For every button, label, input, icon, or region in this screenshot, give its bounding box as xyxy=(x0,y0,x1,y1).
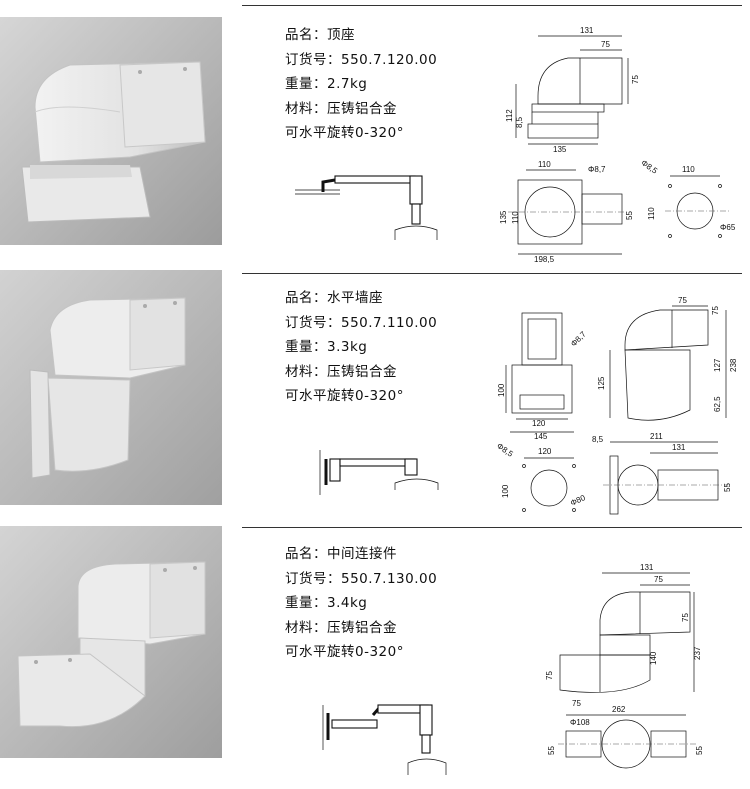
dim-55: 55 xyxy=(625,211,633,220)
weight: 重量：2.7kg xyxy=(285,76,368,92)
dim-120: 120 xyxy=(532,419,546,428)
product-photo-top-base xyxy=(0,17,222,245)
dim-55-right: 55 xyxy=(695,746,704,755)
drawing-top-base-side: 131 75 75 112 8,5 135 xyxy=(498,24,648,163)
drawing-wall-base-plan: 8,5 211 131 55 xyxy=(588,430,743,524)
dim-75: 75 xyxy=(654,575,663,584)
dim-110: 110 xyxy=(538,160,551,169)
dim-198-5: 198,5 xyxy=(534,255,555,264)
mounting-sketch-middle-connector xyxy=(318,695,458,789)
dim-phi-8-7: Φ8,7 xyxy=(588,165,606,174)
divider-middle xyxy=(242,527,742,528)
dim-75-left: 75 xyxy=(545,671,554,680)
dim-55-left: 55 xyxy=(547,746,556,755)
drawing-wall-base-front: Φ8,7 100 120 145 xyxy=(492,305,607,449)
rotation: 可水平旋转0-320° xyxy=(285,125,404,141)
weight: 重量：3.3kg xyxy=(285,339,368,355)
order-number: 订货号：550.7.130.00 xyxy=(285,570,438,587)
dim-75: 75 xyxy=(601,40,610,49)
dim-62-5: 62,5 xyxy=(713,396,722,412)
dim-238: 238 xyxy=(729,358,738,372)
dim-110-holes: 110 xyxy=(682,165,695,174)
dim-phi-8-7: Φ8,7 xyxy=(569,329,588,348)
order-number: 订货号：550.7.120.00 xyxy=(285,51,438,68)
dim-262: 262 xyxy=(612,705,626,714)
dim-75-vert: 75 xyxy=(711,306,720,315)
drawing-wall-base-holes: Φ8,5 120 100 Φ80 xyxy=(494,440,599,524)
dim-100: 100 xyxy=(497,383,506,397)
mounting-sketch-wall-base xyxy=(310,445,450,504)
product-photo-middle-connector xyxy=(0,526,222,758)
material: 材料：压铸铝合金 xyxy=(285,619,397,636)
dim-75-vert: 75 xyxy=(631,75,640,84)
dim-phi-8-5: Φ8,5 xyxy=(640,158,659,176)
drawing-middle-connector-side: 131 75 75 140 237 75 75 xyxy=(540,560,710,714)
dim-8-5: 8,5 xyxy=(515,116,524,128)
dim-100-holes: 100 xyxy=(501,484,510,498)
dim-127: 127 xyxy=(713,358,722,372)
specs-middle-connector: 品名：中间连接件 订货号：550.7.130.00 重量：3.4kg 材料：压铸… xyxy=(285,542,437,665)
dim-8-5: 8,5 xyxy=(592,435,604,444)
product-name: 品名：水平墙座 xyxy=(285,290,383,306)
dim-55: 55 xyxy=(723,483,732,492)
dim-120-holes: 120 xyxy=(538,447,552,456)
product-name: 品名：顶座 xyxy=(285,27,355,43)
dim-110-vert: 110 xyxy=(511,211,520,224)
dim-140: 140 xyxy=(649,651,658,665)
product-name: 品名：中间连接件 xyxy=(285,546,397,562)
dim-131: 131 xyxy=(580,26,594,35)
rotation: 可水平旋转0-320° xyxy=(285,644,404,660)
drawing-middle-connector-plan: 262 Φ108 55 55 xyxy=(540,703,710,787)
order-number: 订货号：550.7.110.00 xyxy=(285,314,438,331)
dim-75: 75 xyxy=(678,296,687,305)
dim-135-vert: 135 xyxy=(499,210,508,224)
weight: 重量：3.4kg xyxy=(285,595,368,611)
dim-125: 125 xyxy=(597,376,606,390)
rotation: 可水平旋转0-320° xyxy=(285,388,404,404)
drawing-top-base-plan: 110 Φ8,7 135 110 55 198,5 xyxy=(498,158,634,272)
divider-top xyxy=(242,5,742,6)
dim-110-holes-vert: 110 xyxy=(647,207,656,220)
dim-phi-108: Φ108 xyxy=(570,718,590,727)
product-photo-wall-base xyxy=(0,270,222,505)
drawing-wall-base-side: 75 75 125 127 238 62,5 xyxy=(590,290,745,429)
dim-135: 135 xyxy=(553,145,567,154)
dim-112: 112 xyxy=(505,109,514,122)
divider-wall xyxy=(242,273,742,274)
dim-131: 131 xyxy=(640,563,654,572)
material: 材料：压铸铝合金 xyxy=(285,363,397,380)
specs-wall-base: 品名：水平墙座 订货号：550.7.110.00 重量：3.3kg 材料：压铸铝… xyxy=(285,286,437,409)
dim-phi-8-5: Φ8,5 xyxy=(495,441,515,459)
mounting-sketch-top-base xyxy=(295,170,455,254)
material: 材料：压铸铝合金 xyxy=(285,100,397,117)
dim-131: 131 xyxy=(672,443,686,452)
drawing-top-base-holes: Φ8,5 110 110 Φ65 xyxy=(640,158,745,252)
dim-75-vert: 75 xyxy=(681,613,690,622)
dim-145: 145 xyxy=(534,432,548,441)
dim-phi-80: Φ80 xyxy=(569,493,587,508)
dim-211: 211 xyxy=(650,432,663,441)
dim-75-bottom: 75 xyxy=(572,699,581,708)
specs-top-base: 品名：顶座 订货号：550.7.120.00 重量：2.7kg 材料：压铸铝合金… xyxy=(285,23,437,146)
dim-phi-65: Φ65 xyxy=(720,223,736,232)
dim-237: 237 xyxy=(693,646,702,660)
